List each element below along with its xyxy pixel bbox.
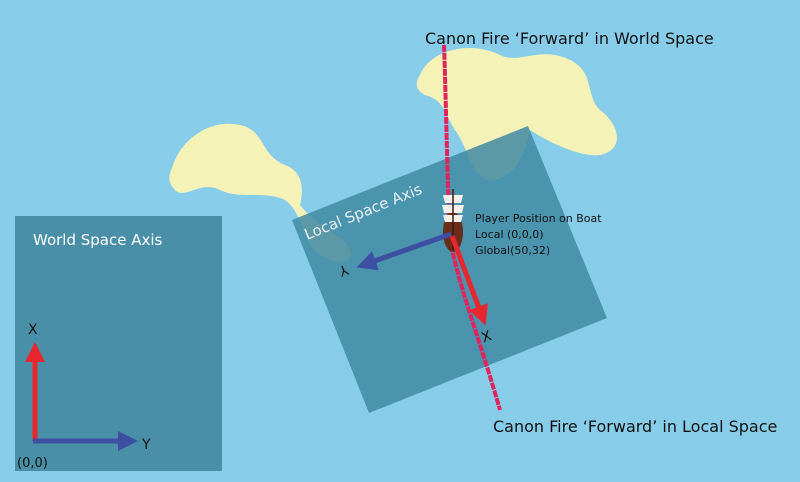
player-global-position: Global(50,32) — [475, 244, 550, 257]
world-x-label: X — [28, 322, 38, 338]
origin-label: (0,0) — [17, 456, 48, 471]
island-right — [416, 47, 617, 180]
world-y-label: Y — [141, 437, 151, 453]
world-space-panel — [15, 216, 222, 471]
local-space-panel — [292, 126, 607, 413]
player-position-title: Player Position on Boat — [475, 212, 602, 225]
local-y-axis-arrow — [356, 231, 452, 271]
player-local-position: Local (0,0,0) — [475, 228, 544, 241]
ship-icon — [442, 189, 464, 252]
local-x-axis-arrow — [449, 235, 488, 326]
world-axis-label: World Space Axis — [33, 231, 163, 249]
local-fire-caption: Canon Fire ‘Forward’ in Local Space — [493, 417, 777, 436]
world-fire-caption: Canon Fire ‘Forward’ in World Space — [425, 29, 714, 48]
